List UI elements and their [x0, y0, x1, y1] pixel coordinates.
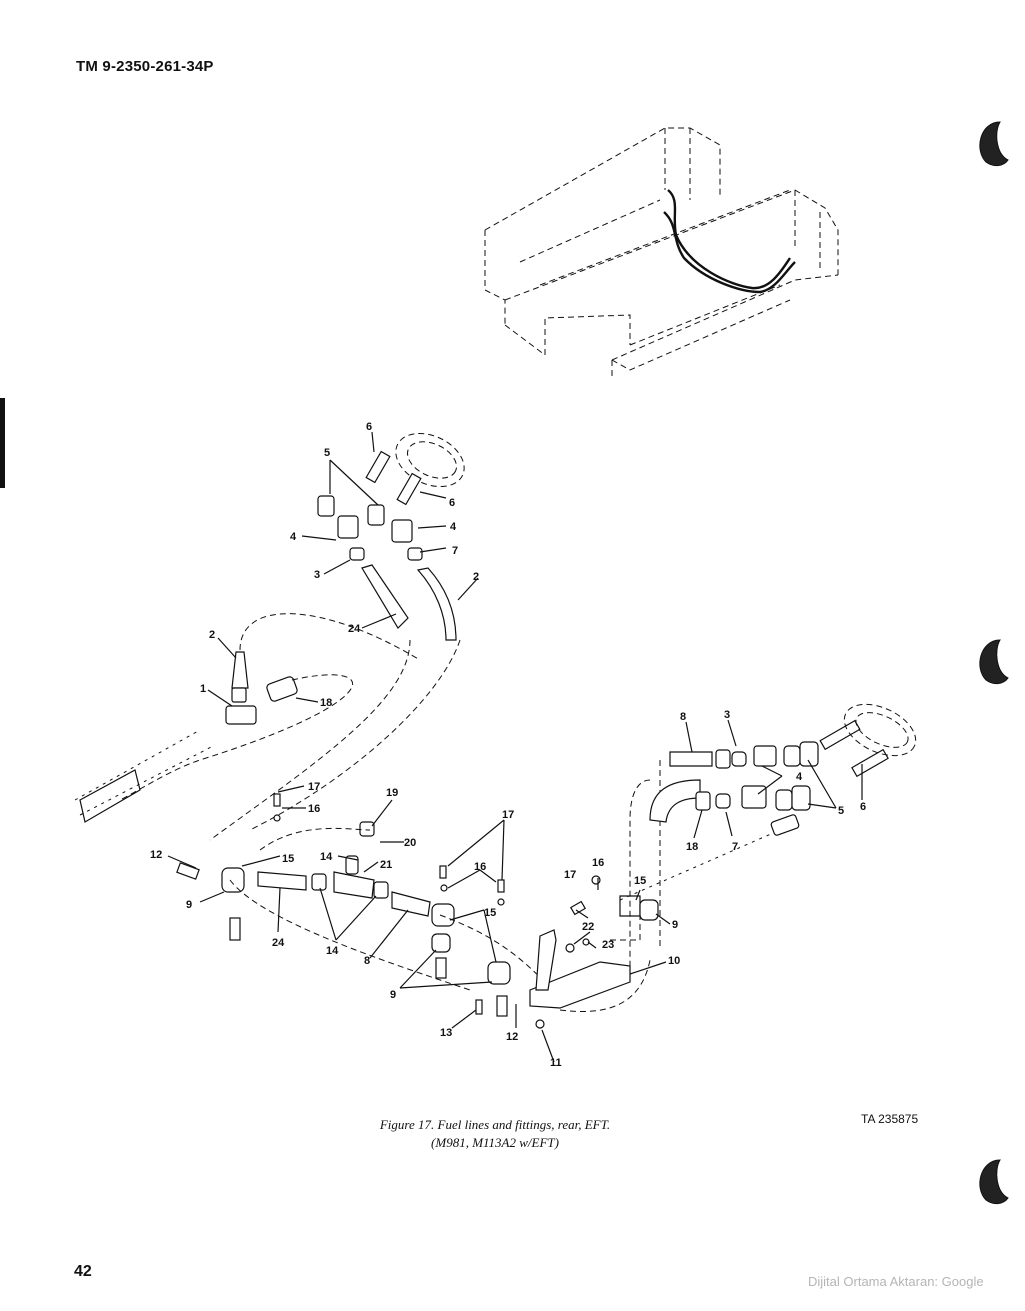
callout-23: 23: [602, 939, 614, 951]
callout-21: 21: [380, 859, 392, 871]
callout-12: 12: [150, 849, 162, 861]
callout-9: 9: [186, 899, 192, 911]
scan-watermark: Dijital Ortama Aktaran: Google: [808, 1274, 984, 1289]
ta-reference-code: TA 235875: [861, 1112, 919, 1126]
callout-24: 24: [348, 623, 361, 635]
callout-3: 3: [314, 569, 320, 581]
callout-4: 4: [450, 521, 457, 533]
callout-6: 6: [449, 497, 455, 509]
callout-17: 17: [564, 869, 576, 881]
callout-20: 20: [404, 837, 416, 849]
figure-caption: Figure 17. Fuel lines and fittings, rear…: [300, 1116, 690, 1152]
callout-2: 2: [209, 629, 215, 641]
callout-7: 7: [732, 841, 738, 853]
callout-6: 6: [860, 801, 866, 813]
callout-16: 16: [592, 857, 604, 869]
callout-15: 15: [484, 907, 496, 919]
callout-22: 22: [582, 921, 594, 933]
callout-13: 13: [440, 1027, 452, 1039]
callout-6: 6: [366, 421, 372, 433]
callout-11: 11: [550, 1057, 562, 1069]
figure-caption-line-2: (M981, M113A2 w/EFT): [431, 1135, 559, 1150]
upper-left-assembly: [317, 432, 465, 641]
callout-15: 15: [634, 875, 646, 887]
callout-3: 3: [724, 709, 730, 721]
callout-10: 10: [668, 955, 680, 967]
callout-19: 19: [386, 787, 398, 799]
callout-17: 17: [502, 809, 514, 821]
callout-12: 12: [506, 1031, 518, 1043]
callout-16: 16: [474, 861, 486, 873]
callout-4: 4: [290, 531, 297, 543]
callout-14: 14: [320, 851, 333, 863]
callout-18: 18: [320, 697, 332, 709]
callout-16: 16: [308, 803, 320, 815]
callout-14: 14: [326, 945, 339, 957]
callout-9: 9: [672, 919, 678, 931]
callout-15: 15: [282, 853, 294, 865]
callout-1: 1: [200, 683, 206, 695]
hull-locator-inset: [484, 127, 839, 380]
callout-7: 7: [452, 545, 458, 557]
figure-caption-line-1: Figure 17. Fuel lines and fittings, rear…: [379, 1117, 611, 1132]
callout-8: 8: [680, 711, 686, 723]
callout-4: 4: [796, 771, 803, 783]
callout-5: 5: [324, 447, 330, 459]
document-id: TM 9-2350-261-34P: [76, 58, 214, 75]
page-number: 42: [74, 1263, 92, 1280]
callout-9: 9: [390, 989, 396, 1001]
callout-2: 2: [473, 571, 479, 583]
callout-8: 8: [364, 955, 370, 967]
leader-lines: [167, 431, 863, 1063]
callout-24: 24: [272, 937, 285, 949]
left-tee-assembly: [74, 613, 461, 841]
callout-18: 18: [686, 841, 698, 853]
callout-labels: 6 5 6 4 4 7 3 2 24 2 1 18 8 3 4 5 6 18 7…: [150, 421, 866, 1069]
binder-holes: [979, 121, 1009, 1205]
callout-5: 5: [838, 805, 844, 817]
callout-17: 17: [308, 781, 320, 793]
lower-right-assembly: [529, 703, 917, 1029]
left-margin-bar: [0, 398, 5, 488]
lower-center-assembly: [176, 793, 561, 1017]
